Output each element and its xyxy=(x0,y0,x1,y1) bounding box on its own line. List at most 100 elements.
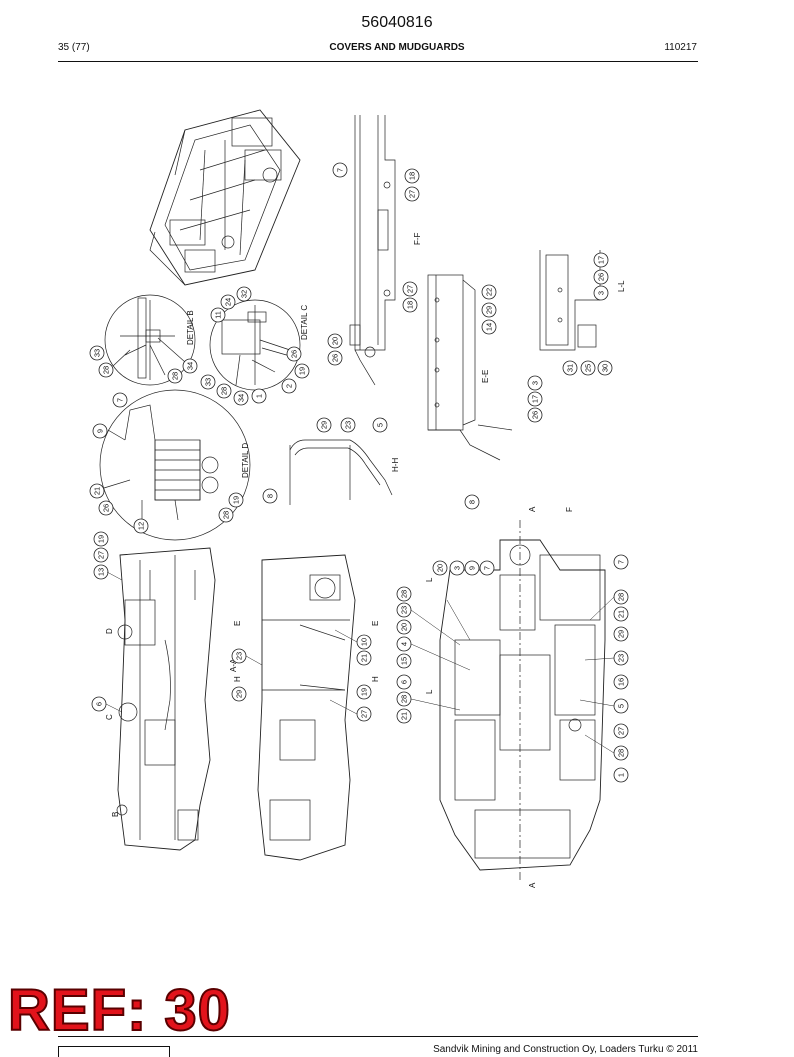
detail-b-label: DETAIL B xyxy=(186,310,195,345)
middle-view xyxy=(257,554,356,861)
balloon: 21 xyxy=(617,610,626,618)
detail-c-view: DETAIL C xyxy=(209,299,309,391)
balloon: 19 xyxy=(232,496,241,504)
balloon: 17 xyxy=(597,256,606,264)
balloon: 12 xyxy=(137,522,146,530)
balloon: 27 xyxy=(617,727,626,735)
section-ll-view: L-L xyxy=(539,250,626,351)
section-ll-label: L-L xyxy=(617,280,626,292)
balloon: 26 xyxy=(102,504,111,512)
balloon: 8 xyxy=(468,500,477,504)
balloon: 18 xyxy=(406,301,415,309)
balloon: 16 xyxy=(617,678,626,686)
balloon: 7 xyxy=(336,168,345,172)
marker-l-bottom: L xyxy=(425,689,434,694)
balloon: 28 xyxy=(400,590,409,598)
balloon: 20 xyxy=(331,337,340,345)
marker-a-bottom: A xyxy=(528,882,537,888)
marker-f: F xyxy=(565,507,574,512)
balloon: 21 xyxy=(400,712,409,720)
marker-e-right: E xyxy=(371,621,380,626)
balloon: 29 xyxy=(235,690,244,698)
balloon: 32 xyxy=(240,290,249,298)
marker-h-right: H xyxy=(371,676,380,682)
balloon: 2 xyxy=(285,384,294,388)
balloon: 3 xyxy=(453,566,462,570)
detail-b-view: DETAIL B xyxy=(104,294,196,386)
balloon: 26 xyxy=(290,350,299,358)
balloon: 26 xyxy=(597,273,606,281)
balloon: 7 xyxy=(483,566,492,570)
balloon: 30 xyxy=(601,364,610,372)
balloon: 27 xyxy=(360,710,369,718)
balloon: 23 xyxy=(617,654,626,662)
balloon: 8 xyxy=(266,494,275,498)
detail-d-view: DETAIL D xyxy=(99,389,251,541)
balloon: 27 xyxy=(408,190,417,198)
section-hh-label: H-H xyxy=(391,458,400,472)
balloon: 18 xyxy=(408,172,417,180)
balloon: 19 xyxy=(298,367,307,375)
balloon: 22 xyxy=(485,288,494,296)
balloon: 28 xyxy=(171,372,180,380)
header-divider xyxy=(58,61,698,62)
balloon: 34 xyxy=(237,394,246,402)
balloon: 26 xyxy=(331,354,340,362)
balloon: 7 xyxy=(116,398,125,402)
marker-e-left: E xyxy=(233,621,242,626)
balloon: 5 xyxy=(376,423,385,427)
balloon: 21 xyxy=(360,654,369,662)
footer-company: Sandvik Mining and Construction Oy, Load… xyxy=(433,1044,698,1055)
marker-l-top: L xyxy=(425,577,434,582)
balloon: 10 xyxy=(360,638,369,646)
balloon: 9 xyxy=(96,429,105,433)
section-ff-view: F-F xyxy=(349,115,422,386)
section-aa-label: A-A xyxy=(229,658,238,672)
balloon: 28 xyxy=(400,695,409,703)
balloon: 6 xyxy=(400,680,409,684)
section-ff-label: F-F xyxy=(413,232,422,245)
balloon: 9 xyxy=(468,566,477,570)
page-reference: 35 (77) xyxy=(58,42,90,53)
date-code: 110217 xyxy=(664,42,697,53)
balloon: 20 xyxy=(436,564,445,572)
leader-lines xyxy=(105,571,615,754)
part-balloons: 33 28 28 34 11 24 32 26 19 2 1 34 28 33 … xyxy=(89,162,629,783)
technical-drawing: DETAIL B DETAIL C DETAIL D F-F xyxy=(89,109,629,888)
balloon: 23 xyxy=(235,652,244,660)
section-hh-view: H-H xyxy=(289,439,400,505)
balloon: 28 xyxy=(222,511,231,519)
balloon: 33 xyxy=(204,378,213,386)
balloon: 33 xyxy=(93,349,102,357)
balloon: 29 xyxy=(320,421,329,429)
balloon: 31 xyxy=(566,364,575,372)
section-ee-label: E-E xyxy=(481,370,490,383)
balloon: 23 xyxy=(344,421,353,429)
balloon: 28 xyxy=(617,749,626,757)
side-view-aa: A-A xyxy=(116,547,238,851)
balloon: 21 xyxy=(93,487,102,495)
marker-a-top: A xyxy=(528,506,537,512)
balloon: 26 xyxy=(531,411,540,419)
balloon: 23 xyxy=(400,606,409,614)
balloon: 13 xyxy=(97,568,106,576)
balloon: 27 xyxy=(97,551,106,559)
balloon: 14 xyxy=(485,323,494,331)
balloon: 4 xyxy=(400,642,409,646)
balloon: 15 xyxy=(400,657,409,665)
marker-b: B xyxy=(111,812,120,817)
marker-d: D xyxy=(105,628,114,634)
balloon: 34 xyxy=(186,362,195,370)
marker-c: C xyxy=(105,714,114,720)
balloon: 25 xyxy=(584,364,593,372)
sandvik-logo-icon xyxy=(58,1046,170,1057)
balloon: 20 xyxy=(400,623,409,631)
isometric-view xyxy=(149,109,301,286)
plan-view xyxy=(439,520,606,880)
balloon: 28 xyxy=(102,366,111,374)
balloon: 29 xyxy=(617,630,626,638)
balloon: 1 xyxy=(255,394,264,398)
balloon: 7 xyxy=(617,560,626,564)
balloon: 19 xyxy=(360,688,369,696)
balloon: 28 xyxy=(220,387,229,395)
